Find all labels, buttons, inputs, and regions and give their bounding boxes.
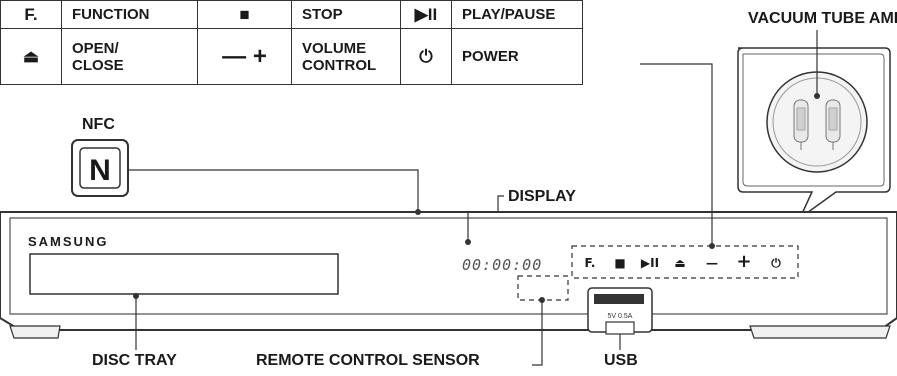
callout-leaders	[128, 63, 713, 366]
leader-dots	[133, 209, 715, 303]
usb-socket	[594, 294, 644, 304]
volume-control-label: VOLUME CONTROL	[291, 28, 401, 85]
display-label: DISPLAY	[508, 188, 576, 205]
power-symbol: ⏻	[400, 28, 452, 85]
open-close-label: OPEN/ CLOSE	[61, 28, 198, 85]
power-label: POWER	[451, 28, 583, 85]
front-panel-buttons: F. ■ ▶II ⏏ — + ⏻	[585, 251, 782, 272]
eject-icon[interactable]: ⏏	[674, 256, 685, 270]
function-label: FUNCTION	[61, 0, 198, 29]
brand-logo: SAMSUNG	[28, 234, 108, 249]
nfc-logo-icon: N	[89, 154, 111, 187]
vacuum-tube-amp-label: VACUUM TUBE AMP	[748, 10, 897, 27]
play-pause-symbol: ▶II	[400, 0, 452, 29]
legend-row: F. FUNCTION ■ STOP ▶II PLAY/PAUSE	[0, 0, 583, 29]
stop-icon[interactable]: ■	[614, 256, 625, 270]
function-symbol: F.	[0, 0, 62, 29]
remote-sensor-label: REMOTE CONTROL SENSOR	[256, 352, 480, 369]
function-icon[interactable]: F.	[585, 256, 596, 270]
nfc-badge: N	[71, 139, 129, 197]
leader-dot	[814, 93, 820, 99]
vacuum-tube-icon	[793, 99, 809, 150]
disc-tray-label: DISC TRAY	[92, 352, 177, 369]
foot	[749, 325, 891, 339]
disc-tray	[29, 253, 339, 295]
volume-symbol: — +	[197, 28, 292, 85]
control-panel-outline	[571, 245, 799, 279]
open-close-symbol: ⏏	[0, 28, 62, 85]
blu-ray-player-body: SAMSUNG 00:00:00 5V 0.5A F. ■ ▶II ⏏ — + ⏻	[0, 211, 897, 339]
usb-door	[605, 321, 635, 335]
foot	[9, 325, 61, 339]
nfc-label: NFC	[82, 116, 115, 133]
usb-rating-text: 5V 0.5A	[608, 313, 633, 320]
display-readout: 00:00:00	[462, 256, 542, 274]
volume-up-icon[interactable]: +	[736, 251, 751, 272]
play-pause-icon[interactable]: ▶II	[641, 256, 659, 270]
vacuum-tube-icon	[825, 99, 841, 150]
power-icon[interactable]: ⏻	[771, 256, 781, 270]
volume-down-icon[interactable]: —	[706, 256, 718, 270]
button-legend-table: F. FUNCTION ■ STOP ▶II PLAY/PAUSE ⏏ OPEN…	[0, 0, 583, 85]
vacuum-tube-amp-zoom	[737, 30, 891, 221]
usb-port: 5V 0.5A	[587, 287, 653, 335]
usb-label: USB	[604, 352, 638, 369]
legend-row: ⏏ OPEN/ CLOSE — + VOLUME CONTROL ⏻ POWER	[0, 28, 583, 85]
